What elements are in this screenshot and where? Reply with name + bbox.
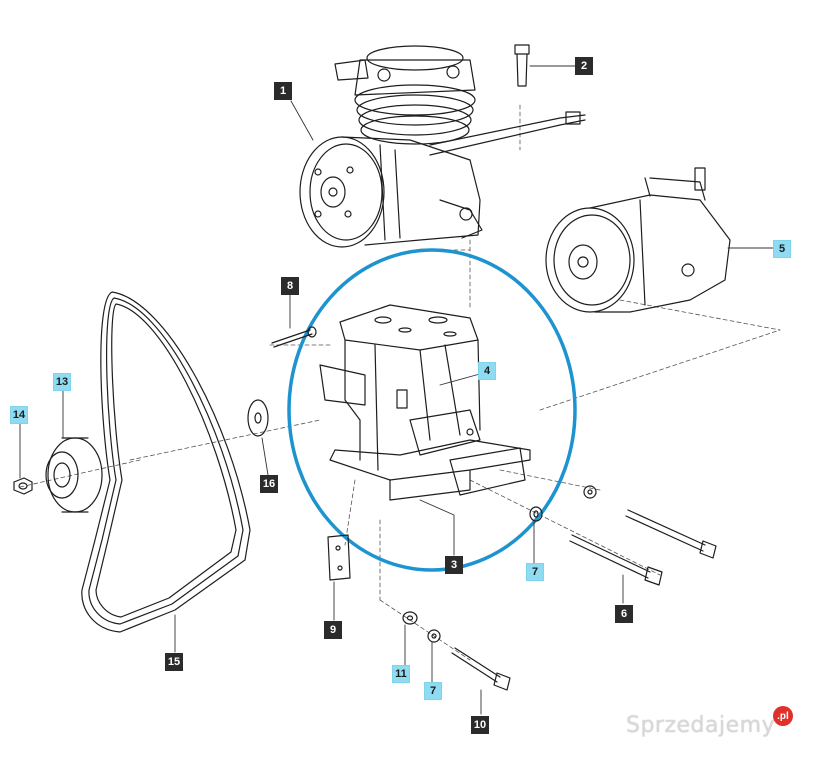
washer-16 xyxy=(247,399,269,437)
callout-6: 6 xyxy=(615,605,633,623)
callout-10: 10 xyxy=(471,716,489,734)
mounting-bracket xyxy=(319,304,531,501)
callout-2: 2 xyxy=(575,57,593,75)
guide-lines xyxy=(19,104,781,661)
callout-15: 15 xyxy=(165,653,183,671)
idler-pulley xyxy=(45,437,103,513)
callout-5: 5 xyxy=(773,240,791,258)
callout-11: 11 xyxy=(392,665,410,683)
nut-14 xyxy=(13,477,33,495)
washer-7-upper xyxy=(529,506,543,522)
compressor-assembly xyxy=(299,45,586,248)
callout-7-upper: 7 xyxy=(526,563,544,581)
washer-upper-right xyxy=(583,485,597,499)
ac-compressor xyxy=(545,167,731,313)
washer-7-lower xyxy=(427,629,441,643)
bolt-6 xyxy=(569,534,663,586)
callout-3: 3 xyxy=(445,556,463,574)
callout-9: 9 xyxy=(324,621,342,639)
washer-11 xyxy=(402,611,418,625)
callout-14: 14 xyxy=(10,406,28,424)
bolt-long-upper xyxy=(625,509,717,559)
watermark-text: Sprzedajemy xyxy=(626,713,776,738)
plate-9 xyxy=(327,534,351,581)
callout-16: 16 xyxy=(260,475,278,493)
callout-1: 1 xyxy=(274,82,292,100)
callout-leaders xyxy=(19,65,774,715)
v-belt xyxy=(81,291,251,633)
highlight-circle xyxy=(287,248,577,572)
bolt-10 xyxy=(451,647,511,691)
callout-8: 8 xyxy=(281,277,299,295)
watermark-badge: .pl xyxy=(773,706,793,726)
pin-8 xyxy=(271,326,317,348)
bolt-2 xyxy=(514,44,530,87)
callout-4: 4 xyxy=(478,362,496,380)
callout-13: 13 xyxy=(53,373,71,391)
callout-7-lower: 7 xyxy=(424,682,442,700)
